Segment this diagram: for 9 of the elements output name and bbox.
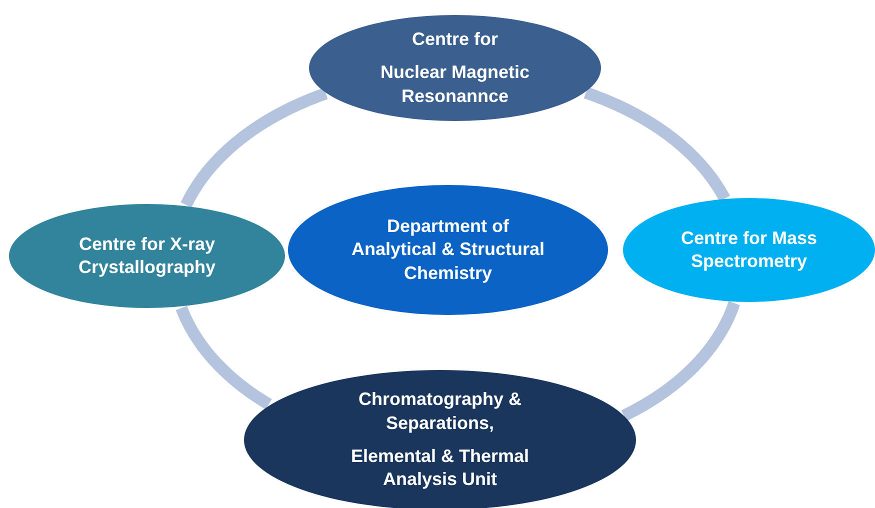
node-heading: Centre for <box>412 28 498 51</box>
ring-connector <box>176 304 273 410</box>
node-label: Elemental & Thermal Analysis Unit <box>350 445 530 492</box>
node-label: Centre for Mass Spectrometry <box>680 226 818 273</box>
ring-connector <box>180 88 330 210</box>
node-label: Department of Analytical & Structural Chemistry <box>350 214 546 285</box>
node-label: Nuclear Magnetic Resonannce <box>379 61 531 108</box>
node-label: Centre for X-ray Crystallography <box>78 232 216 279</box>
node-heading: Chromatography & Separations, <box>357 388 522 435</box>
